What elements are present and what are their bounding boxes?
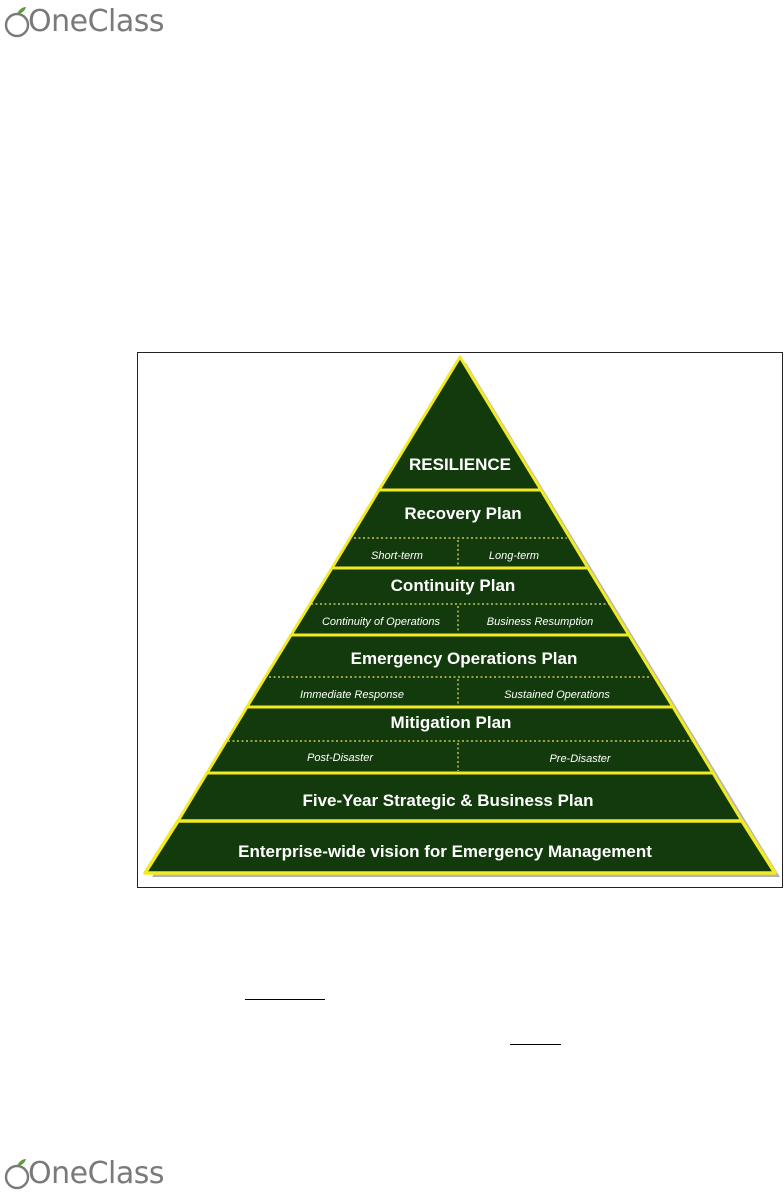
pyramid-diagram: RESILIENCE Recovery Plan Continuity Plan… (143, 355, 780, 877)
mitigation-right-sublabel: Pre-Disaster (549, 753, 611, 765)
recovery-left-sublabel: Short-term (371, 550, 423, 562)
apex-label: RESILIENCE (409, 455, 511, 474)
pyramid-figure: RESILIENCE Recovery Plan Continuity Plan… (137, 352, 783, 888)
oneclass-logo-footer: OneClass (4, 1154, 165, 1194)
emergency-right-sublabel: Sustained Operations (504, 689, 610, 701)
tier-continuity-title: Continuity Plan (391, 576, 516, 595)
continuity-left-sublabel: Continuity of Operations (322, 616, 441, 628)
tier-mitigation-title: Mitigation Plan (391, 713, 512, 732)
logo-wordmark: OneClass (28, 1156, 165, 1191)
emergency-left-sublabel: Immediate Response (300, 689, 404, 701)
tier-recovery-title: Recovery Plan (404, 504, 521, 523)
underline-mark-1 (245, 999, 325, 1000)
underline-mark-2 (510, 1044, 561, 1045)
apple-icon (4, 7, 30, 38)
mitigation-left-sublabel: Post-Disaster (307, 752, 374, 764)
tier-emergency-ops-title: Emergency Operations Plan (351, 649, 578, 668)
continuity-right-sublabel: Business Resumption (487, 616, 593, 628)
recovery-right-sublabel: Long-term (489, 550, 539, 562)
apple-icon (4, 1159, 30, 1190)
oneclass-logo: OneClass (4, 2, 165, 42)
tier-enterprise-shape (143, 819, 777, 875)
tier-enterprise-title: Enterprise-wide vision for Emergency Man… (238, 842, 652, 861)
logo-wordmark: OneClass (28, 4, 165, 39)
tier-five-year-title: Five-Year Strategic & Business Plan (302, 791, 593, 810)
